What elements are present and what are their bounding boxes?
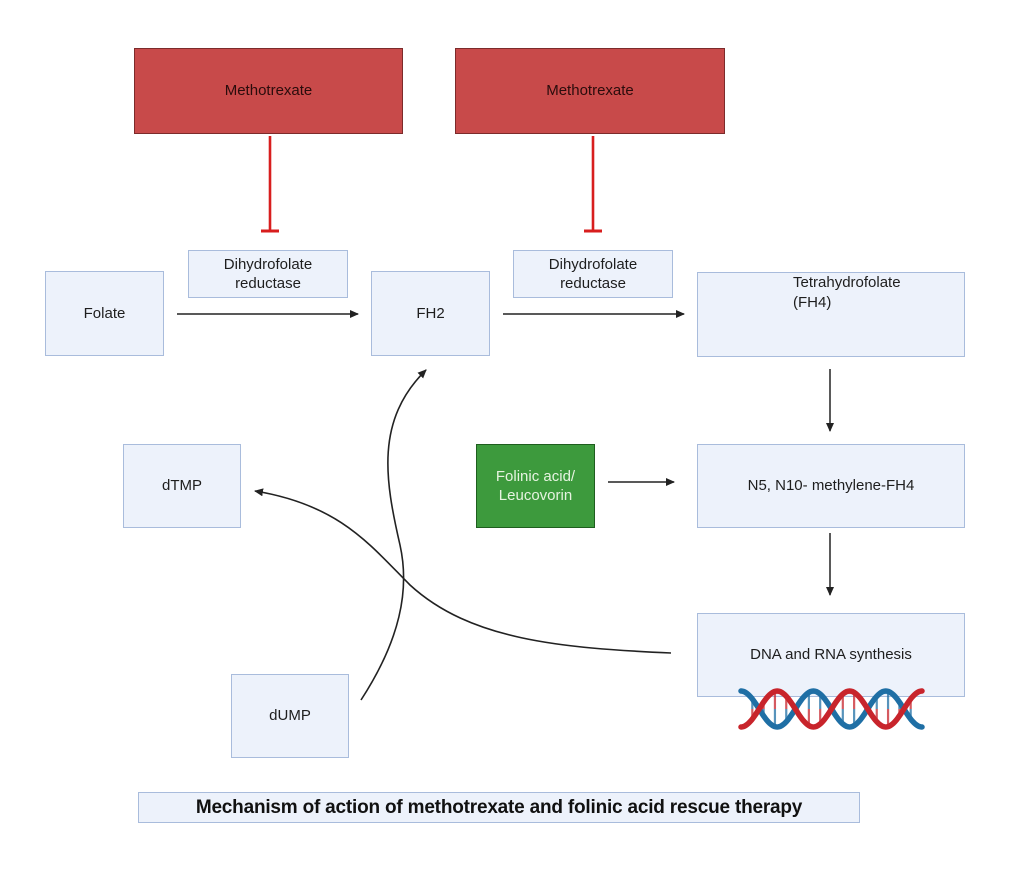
figure-title-text: Mechanism of action of methotrexate and … (195, 796, 803, 818)
enzyme-label-line2: reductase (235, 275, 301, 292)
methotrexate-box-2: Methotrexate (455, 48, 725, 134)
node-folinic-acid-leucovorin: Folinic acid/ Leucovorin (476, 444, 595, 528)
enzyme-label-line1: Dihydrofolate (548, 255, 638, 273)
rescue-label-line1: Folinic acid/ (495, 467, 576, 485)
curved-arrow-dna-to-dtmp (254, 488, 672, 654)
node-folate: Folate (45, 271, 164, 356)
figure-title: Mechanism of action of methotrexate and … (138, 792, 860, 823)
node-dna-rna-synthesis: DNA and RNA synthesis (697, 613, 965, 697)
methotrexate-label-1: Methotrexate (224, 82, 313, 100)
enzyme-label-line2: reductase (560, 275, 626, 292)
node-fh4-label-line2: (FH4) (793, 293, 832, 311)
node-dtmp: dTMP (123, 444, 241, 528)
node-dump-label: dUMP (269, 707, 311, 725)
node-fh4-label-line1: Tetrahydrofolate (793, 274, 901, 291)
curved-arrow-dump-to-fh2 (360, 369, 427, 701)
node-n5n10-label: N5, N10- methylene-FH4 (747, 477, 915, 495)
inhibition-line-2 (584, 136, 602, 233)
node-folate-label: Folate (83, 304, 126, 322)
inhibition-line-1 (261, 136, 279, 233)
node-fh2-label: FH2 (416, 304, 445, 322)
node-dtmp-label: dTMP (161, 477, 202, 495)
methotrexate-box-1: Methotrexate (134, 48, 403, 134)
node-n5-n10-methylene-fh4: N5, N10- methylene-FH4 (697, 444, 965, 528)
rescue-label-line2: Leucovorin (498, 487, 573, 504)
methotrexate-label-2: Methotrexate (546, 82, 634, 100)
node-dump: dUMP (231, 674, 349, 758)
node-fh2: FH2 (371, 271, 490, 356)
node-dna-rna-label: DNA and RNA synthesis (750, 646, 912, 664)
enzyme-box-dhfr-1: Dihydrofolate reductase (188, 250, 348, 298)
node-fh4: Tetrahydrofolate (FH4) (697, 272, 965, 357)
enzyme-box-dhfr-2: Dihydrofolate reductase (513, 250, 673, 298)
enzyme-label-line1: Dihydrofolate (223, 255, 313, 273)
